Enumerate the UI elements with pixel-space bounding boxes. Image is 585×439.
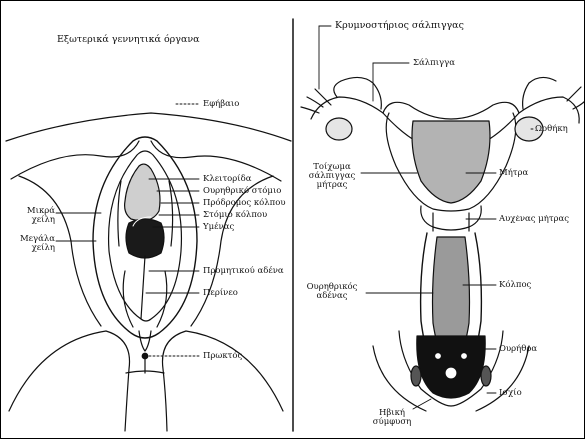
label-urethral-opening: Ουρηθρικό στόμιο xyxy=(203,187,281,196)
label-perineum: Περίνεο xyxy=(203,289,238,298)
label-vaginal-wall: Ουρηθρικός αδένας xyxy=(301,283,363,301)
label-vestibule: Πρόδρομος κόλπου xyxy=(203,199,286,208)
label-uterus-body: Μήτρα xyxy=(499,169,528,178)
label-labia-majora: Μεγάλα χείλη xyxy=(7,235,55,253)
label-pubic: Ηβική σύμφυση xyxy=(361,409,423,427)
label-tube-wall: Τοίχωμα σάλπιγγας μήτρας xyxy=(301,163,363,190)
internal-title: Κρυμνοστήριος σάλπιγγας xyxy=(335,20,464,31)
label-anus: Πρωκτός xyxy=(203,352,242,361)
external-title: Εξωτερικά γεννητικά όργανα xyxy=(57,34,200,45)
label-urethra: Ουρήθρα xyxy=(499,345,537,354)
label-mons: Εφήβαιο xyxy=(203,100,239,109)
label-cervix: Αυχένας μήτρας xyxy=(499,215,585,224)
label-labia-minora: Μικρά χείλη xyxy=(7,207,55,225)
label-vaginal-opening: Στόμιο κόλπου xyxy=(203,211,267,220)
label-clitoris: Κλειτορίδα xyxy=(203,175,251,184)
label-fallopian: Σάλπιγγα xyxy=(413,59,455,68)
label-bartholin: Προμητικού αδένα xyxy=(203,267,284,276)
label-vagina: Κόλπος xyxy=(499,281,531,290)
label-bladder: Ισχίο xyxy=(499,389,522,398)
label-hymen: Υμένας xyxy=(203,223,234,232)
label-ovary: Ωοθήκη xyxy=(535,125,568,134)
